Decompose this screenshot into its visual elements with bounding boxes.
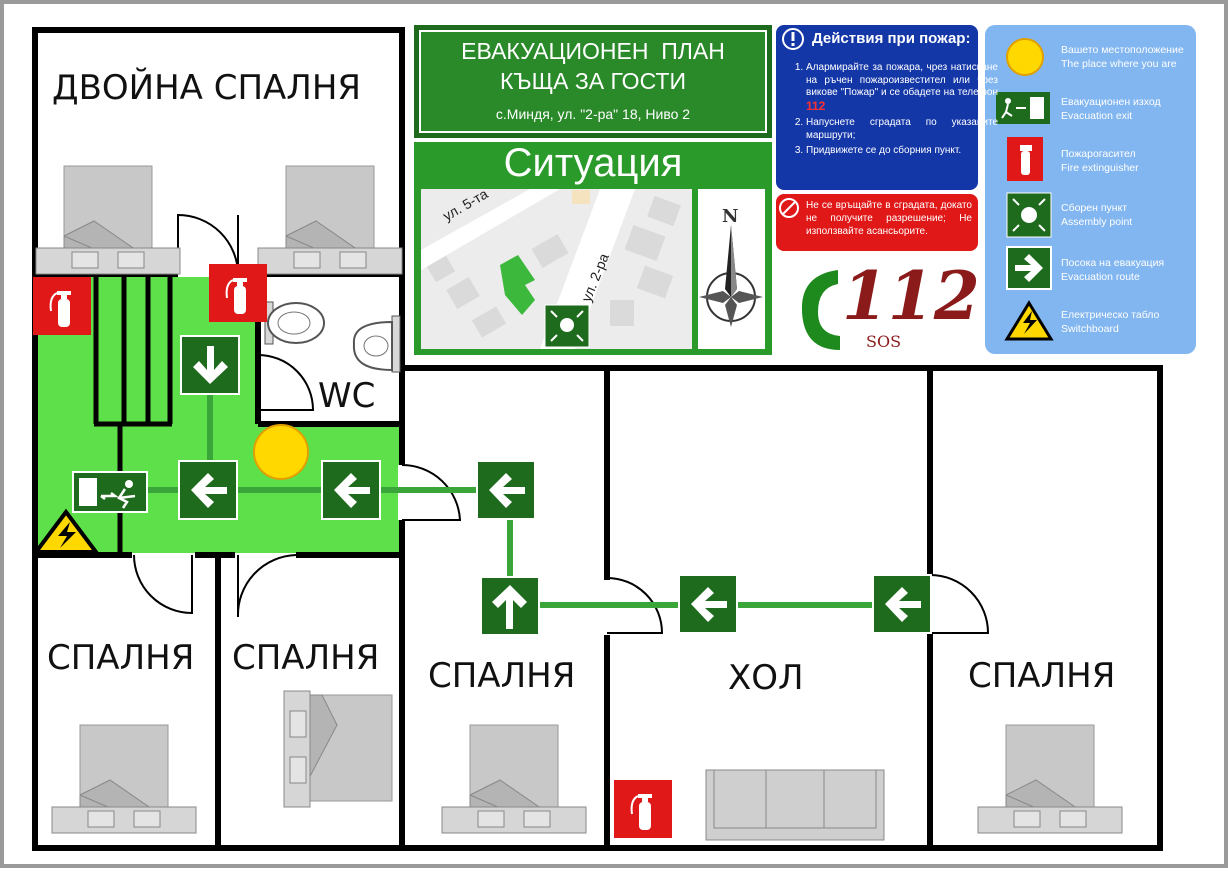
title-panel bbox=[414, 25, 772, 138]
legend-switchboard-icon bbox=[1004, 300, 1054, 341]
bed-bedroom-1 bbox=[51, 724, 197, 834]
you-are-here-icon bbox=[253, 424, 309, 480]
legend-you-are-here-icon bbox=[1006, 38, 1044, 76]
fire-action-step: Алармирайте за пожара, чрез натискане на… bbox=[806, 62, 998, 114]
warning-panel bbox=[776, 194, 978, 251]
plan-title-line1: ЕВАКУАЦИОНЕН ПЛАН bbox=[461, 38, 725, 64]
bed-bedroom-2 bbox=[283, 690, 393, 808]
emergency-number: 112 bbox=[842, 257, 980, 335]
sofa bbox=[705, 769, 885, 841]
phone-icon bbox=[801, 270, 840, 350]
room-label-bedroom-1: СПАЛНЯ bbox=[47, 638, 195, 678]
warning-text: Не се връщайте в сградата, докато не пол… bbox=[806, 200, 972, 237]
bed-bedroom-3 bbox=[441, 724, 587, 834]
fire-extinguisher-icon bbox=[208, 263, 268, 323]
legend-assembly-point-icon bbox=[1006, 192, 1052, 238]
plan-title: ЕВАКУАЦИОНЕН ПЛАН КЪЩА ЗА ГОСТИ bbox=[420, 36, 766, 96]
room-label-bedroom-2: СПАЛНЯ bbox=[232, 638, 380, 678]
plan-address: с.Миндя, ул. "2-ра" 18, Ниво 2 bbox=[495, 106, 691, 122]
sink bbox=[352, 315, 401, 373]
assembly-point-icon bbox=[544, 304, 590, 348]
legend-panel bbox=[985, 25, 1196, 354]
emergency-sos: SOS bbox=[866, 332, 902, 351]
route-arrow-down bbox=[180, 335, 240, 395]
bed-bedroom-4 bbox=[977, 724, 1123, 834]
route-arrow-left-2 bbox=[321, 460, 381, 520]
situation-map bbox=[421, 189, 681, 349]
room-label-wc: WC bbox=[318, 376, 376, 416]
situation-title: Ситуация bbox=[503, 141, 683, 185]
fire-actions-title: Действия при пожар: bbox=[812, 30, 971, 47]
fire-extinguisher-icon bbox=[32, 276, 92, 336]
room-label-hall: ХОЛ bbox=[728, 658, 804, 698]
fire-extinguisher-icon bbox=[613, 779, 673, 839]
fire-actions-steps: Алармирайте за пожара, чрез натискане на… bbox=[780, 62, 998, 158]
doors bbox=[133, 213, 990, 634]
legend-evacuation-exit-icon bbox=[996, 92, 1050, 124]
bed-double-2 bbox=[257, 165, 403, 275]
legend-evacuation-route-icon bbox=[1006, 246, 1052, 290]
emergency-phone-inline: 112 bbox=[806, 98, 826, 113]
room-label-bedroom-3: СПАЛНЯ bbox=[428, 656, 576, 696]
route-arrow-left-4 bbox=[678, 574, 738, 634]
route-arrow-left-3 bbox=[476, 460, 536, 520]
route-arrow-left-5 bbox=[872, 574, 932, 634]
room-label-double-bedroom: ДВОЙНА СПАЛНЯ bbox=[52, 68, 362, 108]
route-arrow-left-1 bbox=[178, 460, 238, 520]
info-icon bbox=[782, 28, 804, 50]
house-marker-icon bbox=[500, 255, 535, 315]
bed-double-1 bbox=[35, 165, 181, 275]
switchboard-icon bbox=[32, 508, 100, 554]
toilet bbox=[264, 301, 325, 345]
legend-fire-extinguisher-icon bbox=[1007, 137, 1043, 181]
no-entry-icon bbox=[779, 198, 799, 218]
fire-action-step: Придвижете се до сборния пункт. bbox=[806, 145, 998, 158]
fire-actions-panel bbox=[776, 25, 978, 190]
route-arrow-up bbox=[480, 576, 540, 636]
compass-north-label: N bbox=[722, 206, 739, 227]
evacuation-exit-icon bbox=[72, 471, 148, 513]
fire-action-step: Напуснете сградата по указаните маршрути… bbox=[806, 117, 998, 142]
north-compass-icon bbox=[699, 225, 763, 327]
room-label-bedroom-4: СПАЛНЯ bbox=[968, 656, 1116, 696]
plan-title-line2: КЪЩА ЗА ГОСТИ bbox=[500, 68, 686, 94]
